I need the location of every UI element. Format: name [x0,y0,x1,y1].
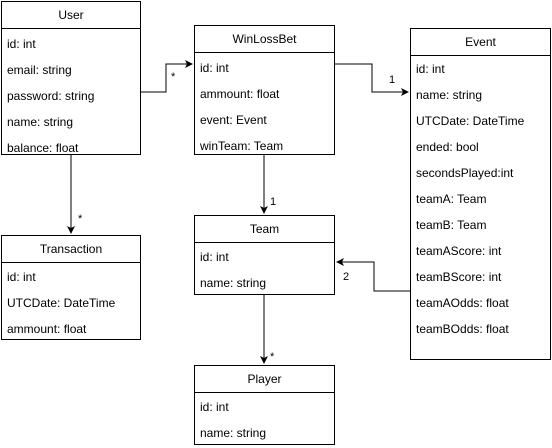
user-field-name: name: string [7,115,74,129]
event-field-teambodds: teamBOdds: float [416,322,509,336]
edge-winlossbet-event [335,63,409,96]
user-field-email: email: string [7,63,72,77]
class-team-title: Team [195,216,334,243]
user-field-id: id: int [7,37,36,51]
mult-winlossbet-team: 1 [270,196,276,208]
mult-user-transaction: * [78,213,83,225]
winlossbet-field-id: id: int [200,61,229,75]
class-event: Event id: int name: string UTCDate: Date… [410,28,551,360]
transaction-field-ammount: ammount: float [7,322,87,336]
mult-team-player: * [270,351,275,363]
event-field-teamaodds: teamAOdds: float [416,296,509,310]
mult-user-winlossbet: * [171,71,176,83]
class-transaction: Transaction id: int UTCDate: DateTime am… [1,235,141,340]
transaction-field-id: id: int [7,270,36,284]
mult-winlossbet-event: 1 [389,74,395,86]
class-player: Player id: int name: string [194,365,335,445]
class-team: Team id: int name: string [194,215,335,295]
event-field-name: name: string [416,88,483,102]
event-field-teama: teamA: Team [416,192,487,206]
user-field-balance: balance: float [7,141,79,155]
team-field-name: name: string [200,276,267,290]
event-field-id: id: int [416,62,445,76]
player-field-id: id: int [200,400,229,414]
winlossbet-field-winteam: winTeam: Team [200,139,284,153]
class-player-title: Player [195,366,334,393]
winlossbet-field-event: event: Event [200,113,267,127]
user-field-password: password: string [7,89,95,103]
class-transaction-title: Transaction [2,236,140,263]
event-field-teambscore: teamBScore: int [416,270,502,284]
player-field-name: name: string [200,426,267,440]
event-field-ended: ended: bool [416,140,479,154]
class-winlossbet-title: WinLossBet [195,26,334,53]
class-winlossbet: WinLossBet id: int ammount: float event:… [194,25,335,155]
transaction-field-utcdate: UTCDate: DateTime [7,296,116,310]
event-field-teamb: teamB: Team [416,218,487,232]
edge-user-winlossbet [141,60,193,93]
team-field-id: id: int [200,250,229,264]
event-field-secondsplayed: secondsPlayed:int [416,166,514,180]
mult-event-team: 2 [343,271,349,283]
winlossbet-field-ammount: ammount: float [200,87,280,101]
edge-event-team [336,258,410,292]
class-user: User id: int email: string password: str… [1,1,141,155]
event-field-utcdate: UTCDate: DateTime [416,114,525,128]
class-event-title: Event [411,29,550,56]
event-field-teamascore: teamAScore: int [416,244,502,258]
class-user-title: User [2,2,140,29]
